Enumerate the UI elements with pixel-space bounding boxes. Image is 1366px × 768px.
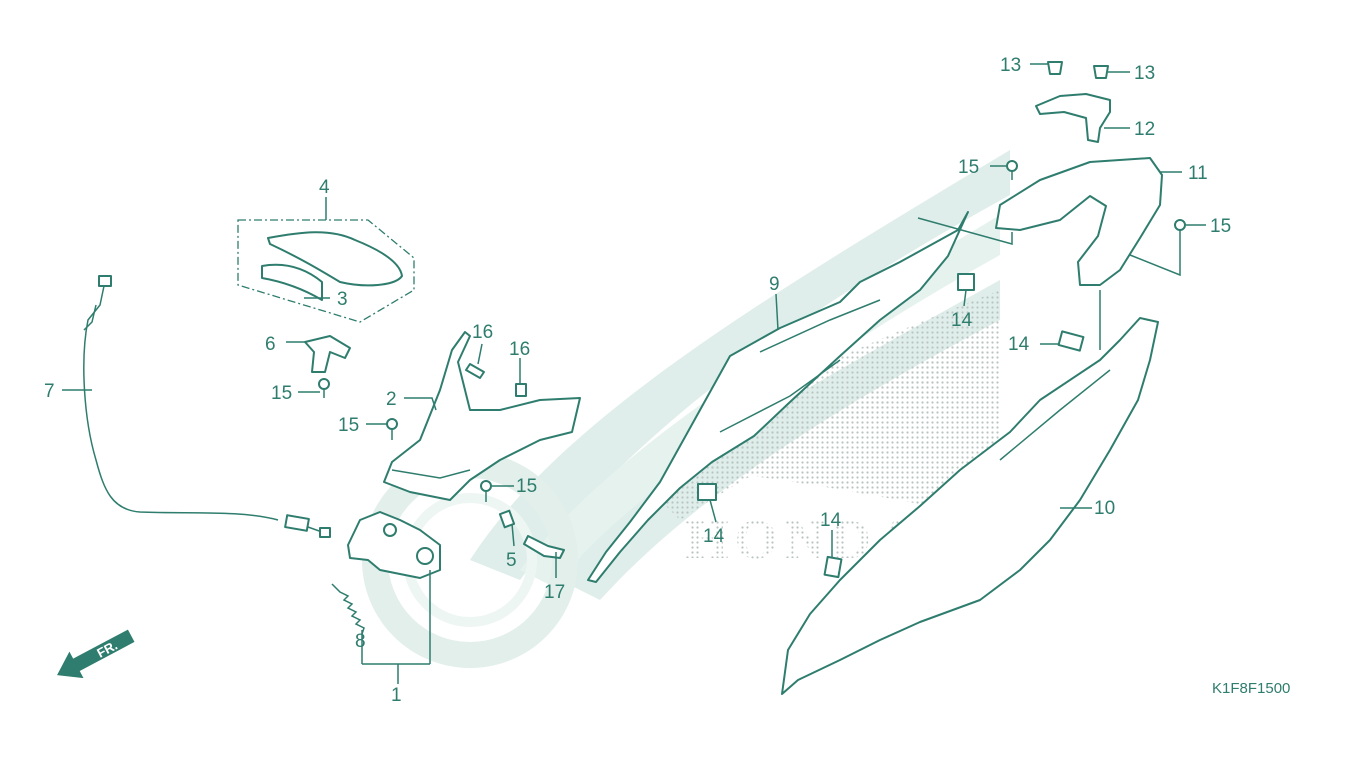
callout-5: 5 (506, 550, 517, 571)
part-17-pin (523, 535, 565, 559)
part-7-cable (83, 275, 331, 538)
callout-14-upper: 14 (951, 310, 973, 331)
fastener-13-left (1047, 61, 1063, 75)
callout-15-left: 15 (338, 415, 359, 436)
part-6-bracket (304, 335, 351, 373)
callout-14-lower-left: 14 (703, 526, 725, 547)
callout-labels: 4 3 6 15 7 2 15 16 16 15 5 17 8 1 9 14 1… (44, 55, 1231, 706)
callout-16-right: 16 (509, 339, 530, 360)
callout-15-center: 15 (516, 476, 537, 497)
screw-15-upper-right (1006, 160, 1018, 180)
part-9-side-cover (587, 211, 969, 583)
screw-15-center (480, 480, 492, 502)
callout-2: 2 (386, 389, 397, 410)
callout-15-upper-right: 15 (958, 157, 979, 178)
part-8-spring (331, 583, 365, 635)
callout-8: 8 (355, 631, 366, 652)
callout-1: 1 (391, 685, 402, 706)
part-1-seat-lock (347, 511, 441, 579)
leader-lines (62, 63, 1206, 684)
callout-10: 10 (1094, 498, 1115, 519)
clip-14-lower (823, 555, 843, 579)
part-4-cover-kit (237, 219, 415, 323)
callout-11: 11 (1188, 163, 1208, 184)
callout-14-middle: 14 (1008, 334, 1030, 355)
screw-15-right (1174, 219, 1186, 240)
callout-17: 17 (544, 582, 565, 603)
callout-7: 7 (44, 381, 55, 402)
diagram-code: K1F8F1500 (1212, 680, 1290, 697)
part-11-rear-cowl (995, 157, 1163, 286)
screw-15-left-upper (386, 418, 398, 440)
callout-12: 12 (1134, 119, 1155, 140)
front-direction-arrow-icon: FR. (57, 629, 135, 679)
clip-14-middle (1057, 330, 1085, 352)
part-12-bracket (1035, 93, 1111, 143)
callout-13-right: 13 (1134, 63, 1155, 84)
part-10-side-cover (781, 317, 1159, 695)
screw-15-bracket (318, 378, 330, 398)
screw-16-left (465, 363, 485, 379)
callout-13-left: 13 (1000, 55, 1021, 76)
callout-4: 4 (319, 177, 330, 198)
clip-14-lower-left (697, 483, 717, 501)
screw-16-right (515, 383, 527, 397)
callout-3: 3 (337, 289, 348, 310)
callout-6: 6 (265, 334, 276, 355)
part-2-inner-cover (383, 331, 581, 501)
clip-14-upper (957, 273, 975, 291)
callout-15-right: 15 (1210, 216, 1231, 237)
part-5-clip (498, 509, 516, 529)
callout-14-lower: 14 (820, 510, 842, 531)
callout-9: 9 (769, 274, 780, 295)
callout-16-left: 16 (472, 322, 493, 343)
callout-15-bracket: 15 (271, 383, 292, 404)
fastener-13-right (1093, 65, 1109, 79)
